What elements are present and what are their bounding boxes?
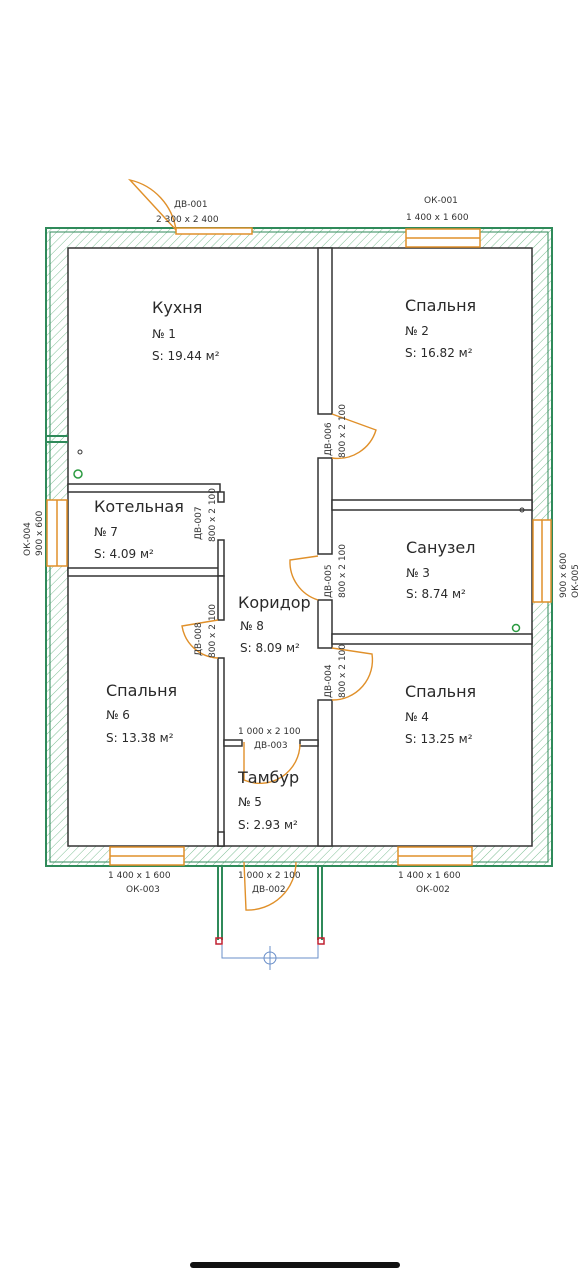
door-size: 800 x 2 100 [338, 544, 348, 598]
annotations: ДВ-001 2 300 x 2 400 ОК-001 1 400 x 1 60… [108, 196, 469, 895]
window-code: ОК-001 [424, 196, 458, 206]
door-code: ДВ-001 [174, 200, 208, 210]
annotations-vertical: ОК-004 900 x 600 900 x 600 ОК-005 ДВ-006… [23, 404, 581, 698]
room-number: № 6 [106, 708, 130, 722]
outer-walls [45, 227, 553, 867]
door-dv-003-swing [243, 742, 301, 785]
room-label-kitchen: Кухня № 1 S: 19.44 м² [152, 298, 220, 363]
room-name: Котельная [94, 497, 184, 516]
window-size: 900 x 600 [35, 510, 45, 556]
room-area: S: 16.82 м² [405, 346, 473, 360]
fixtures [46, 435, 525, 633]
room-label-boiler-room: Котельная № 7 S: 4.09 м² [94, 497, 184, 561]
window-code: ОК-005 [571, 564, 581, 598]
room-name: Санузел [406, 538, 475, 557]
doors [127, 178, 377, 911]
room-name: Спальня [405, 296, 476, 315]
room-number: № 3 [406, 566, 430, 580]
door-dv-006-swing [331, 413, 377, 460]
window-code: ОК-002 [416, 885, 450, 895]
room-label-vestibule: Тамбур № 5 S: 2.93 м² [237, 768, 299, 832]
entrance-porch [215, 866, 325, 970]
room-label-corridor: Коридор № 8 S: 8.09 м² [238, 593, 311, 655]
room-name: Коридор [238, 593, 311, 612]
room-area: S: 8.09 м² [240, 641, 300, 655]
door-code: ДВ-003 [254, 741, 288, 751]
window-size: 1 400 x 1 600 [398, 871, 461, 881]
room-number: № 2 [405, 324, 429, 338]
drain-icon [511, 623, 521, 633]
room-number: № 5 [238, 795, 262, 809]
room-label-bedroom-2: Спальня № 2 S: 16.82 м² [405, 296, 476, 360]
door-size: 1 000 x 2 100 [238, 871, 301, 881]
room-area: S: 13.25 м² [405, 732, 473, 746]
door-size: 800 x 2 100 [338, 644, 348, 698]
door-dv-004-swing [331, 647, 374, 701]
door-size: 1 000 x 2 100 [238, 727, 301, 737]
room-area: S: 13.38 м² [106, 731, 174, 745]
room-name: Кухня [152, 298, 202, 317]
room-area: S: 4.09 м² [94, 547, 154, 561]
door-size: 800 x 2 100 [208, 488, 218, 542]
door-code: ДВ-002 [252, 885, 286, 895]
door-code: ДВ-004 [324, 664, 334, 698]
door-code: ДВ-007 [194, 506, 204, 540]
room-number: № 7 [94, 525, 118, 539]
window-code: ОК-004 [23, 522, 33, 556]
door-size: 800 x 2 100 [208, 604, 218, 658]
windows [46, 227, 552, 866]
door-dv-005-swing [289, 555, 319, 601]
room-number: № 1 [152, 327, 176, 341]
home-indicator [190, 1262, 400, 1268]
door-code: ДВ-005 [324, 564, 334, 598]
room-number: № 8 [240, 619, 264, 633]
room-label-bedroom-6: Спальня № 6 S: 13.38 м² [106, 681, 177, 745]
door-code: ДВ-008 [194, 622, 204, 656]
drain-icon [73, 469, 83, 479]
room-name: Тамбур [237, 768, 299, 787]
room-number: № 4 [405, 710, 429, 724]
room-name: Спальня [106, 681, 177, 700]
window-code: ОК-003 [126, 885, 160, 895]
room-label-bathroom: Санузел № 3 S: 8.74 м² [406, 538, 475, 601]
window-size: 1 400 x 1 600 [406, 213, 469, 223]
door-dv-008-swing [181, 619, 219, 659]
window-size: 1 400 x 1 600 [108, 871, 171, 881]
door-size: 2 300 x 2 400 [156, 215, 219, 225]
room-area: S: 2.93 м² [238, 818, 298, 832]
interior-walls [67, 247, 533, 847]
room-name: Спальня [405, 682, 476, 701]
door-dv-002-swing [243, 861, 297, 911]
door-code: ДВ-006 [324, 422, 334, 456]
window-size: 900 x 600 [559, 552, 569, 598]
door-dv-001-swing [127, 178, 177, 231]
room-area: S: 8.74 м² [406, 587, 466, 601]
door-size: 800 x 2 100 [338, 404, 348, 458]
room-area: S: 19.44 м² [152, 349, 220, 363]
room-label-bedroom-4: Спальня № 4 S: 13.25 м² [405, 682, 476, 746]
